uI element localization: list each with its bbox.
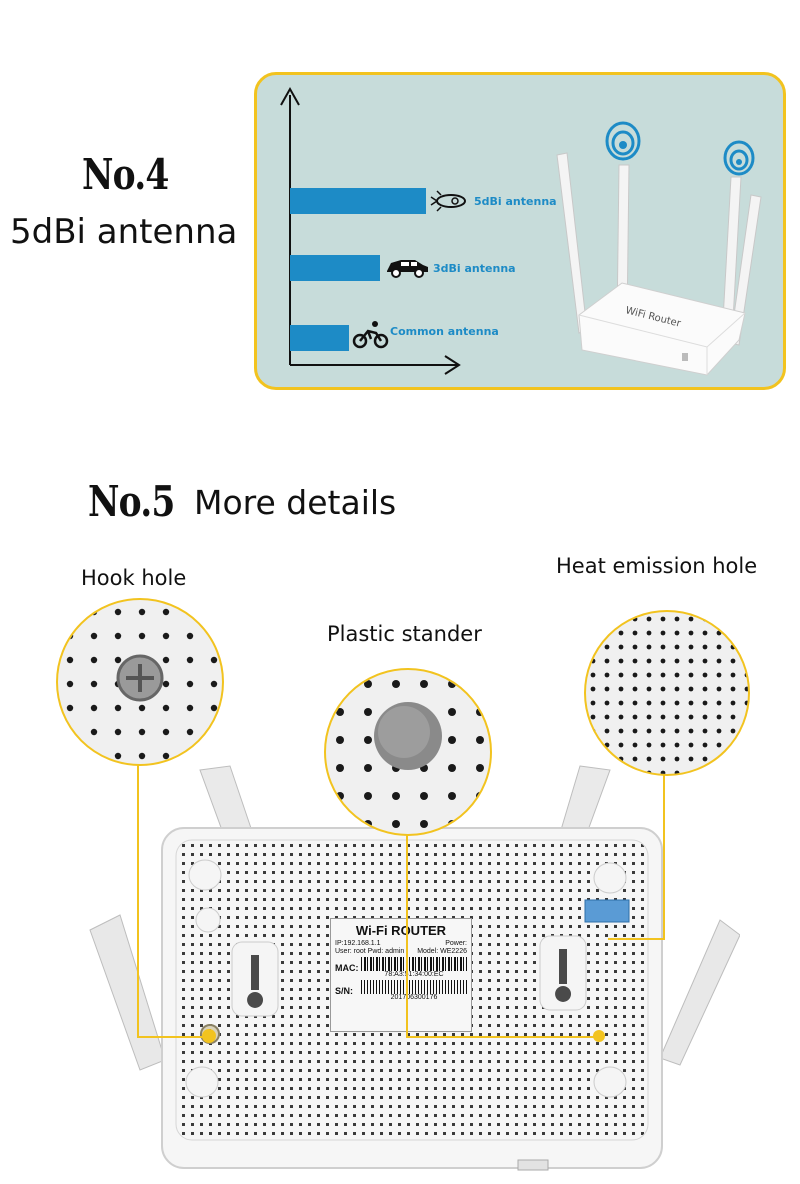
cyclist-icon [352,319,390,353]
car-icon [383,255,431,283]
connector-hook-vertical [137,758,139,1038]
router-label: Wi-Fi ROUTER IP:192.168.1.1 Power: User:… [330,918,472,1032]
router-label-user: User: root Pwd: admin [335,948,405,955]
bar-label-common: Common antenna [390,325,499,338]
bar-5dbi [290,188,426,214]
bar-label-3dbi: 3dBi antenna [433,262,516,275]
axes [280,86,461,375]
router-label-ip: IP:192.168.1.1 [335,940,381,947]
router-label-sn-key: S/N: [335,985,353,996]
section5-subtitle: More details [194,483,397,522]
connector-heat-horizontal [608,938,665,940]
router-illustration: WiFi Router [556,121,762,376]
connector-hook-horizontal [137,1036,209,1038]
router-label-title: Wi-Fi ROUTER [355,923,447,938]
signal-rings-icon [605,121,755,176]
router-label-mac: 78:A3:51:34:00:EC [384,971,444,978]
router-label-power: Power: [445,940,467,947]
bar-3dbi [290,255,380,281]
antenna-comparison-panel: 5dBi antenna 3dBi antenna Common antenna… [254,72,786,390]
router-label-sn: 201706300176 [390,994,438,1001]
connector-hook-dot [202,1029,216,1043]
section4-subtitle: 5dBi antenna [10,212,238,252]
caption-plastic-stander: Plastic stander [327,622,482,646]
router-label-mac-key: MAC: [335,962,359,973]
callout-heat-emission-hole [584,610,750,776]
bar-common [290,325,349,351]
caption-hook-hole: Hook hole [81,566,187,590]
bar-label-5dbi: 5dBi antenna [474,195,557,208]
caption-heat-emission-hole: Heat emission hole [556,554,758,578]
section5-number: No.5 [88,477,175,526]
router-label-model: Model: WE2226 [417,948,467,955]
connector-heat-vertical [663,752,665,940]
section4-number: No.4 [82,150,169,199]
callout-hook-hole [56,598,224,766]
barcode-sn [361,980,467,994]
connector-stander-vertical [406,800,408,1038]
barcode-mac [361,957,467,971]
connector-stander-horizontal [406,1036,598,1038]
rocket-icon [429,189,473,217]
callout-plastic-stander [324,668,492,836]
connector-stander-dot [593,1030,605,1042]
